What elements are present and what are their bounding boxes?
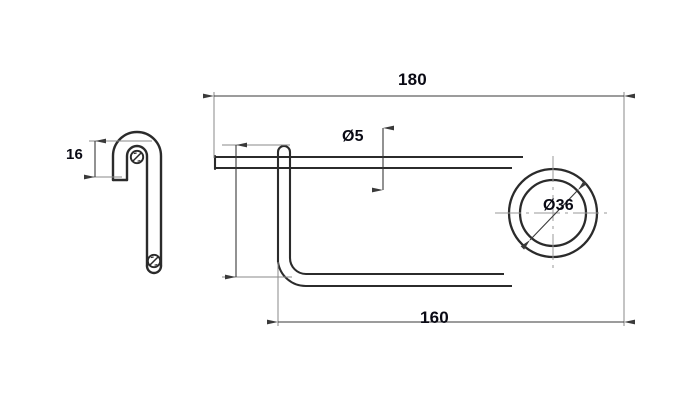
front-view-main	[213, 125, 612, 288]
dimension-vertical-left-geometry	[222, 142, 292, 280]
wire-section-mark-bottom	[146, 253, 162, 269]
dimension-label-160: 160	[420, 308, 449, 327]
top-wire	[213, 154, 523, 171]
leg-outer-edge	[276, 144, 504, 276]
side-view-hook	[111, 130, 163, 275]
dimension-180-geometry	[203, 92, 635, 215]
dimension-160-geometry	[267, 215, 635, 326]
dimension-label-16: 16	[66, 146, 84, 163]
hook-inner-contour	[125, 144, 149, 268]
hook-outer-contour	[111, 130, 163, 268]
leg-inner-edge	[276, 152, 512, 288]
dimension-label-d36: Ø36	[543, 197, 574, 214]
dimension-16-geometry	[84, 138, 152, 180]
dim-line-d36	[520, 180, 588, 250]
dimension-label-d5: Ø5	[342, 128, 364, 145]
dimension-label-180: 180	[398, 70, 427, 89]
hook-bottom-tip	[145, 264, 163, 275]
wire-section-mark-top	[129, 149, 145, 165]
